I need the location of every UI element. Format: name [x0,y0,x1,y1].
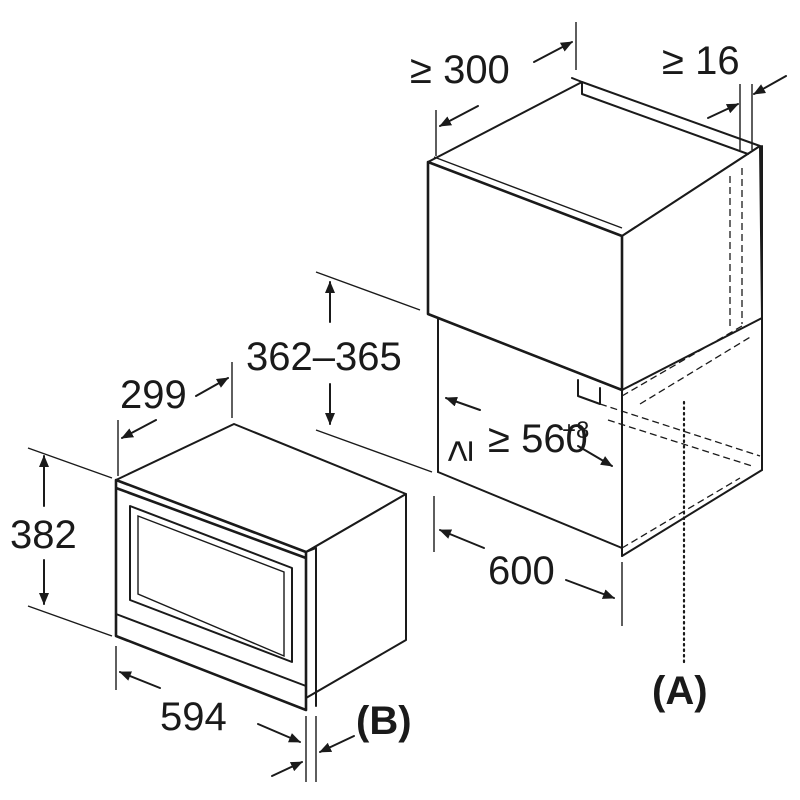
dim-gap-b [271,716,355,782]
dim-arrow [319,735,355,753]
label-niche-height: 362–365 [246,335,402,379]
appliance-edge [305,547,317,553]
callout-b: (B) [356,699,412,743]
dim-arrow [445,396,481,411]
dim-niche-width: ≥ ≥ 560 +8 [437,396,613,467]
dim-arrow [439,105,479,127]
dim-side-clearance: ≥ 16 [662,39,787,150]
dim-arrow [257,723,301,743]
label-appliance-depth: 299 [120,373,187,417]
label-niche-tolerance: +8 [562,417,589,444]
hidden-edge-7 [621,477,741,549]
dim-arrow [707,103,739,119]
ext-line [315,429,433,473]
cabinet-niche [426,77,763,664]
appliance-door-window-inner [137,514,285,658]
ext-line [27,447,113,479]
dim-arrow [565,579,615,599]
inner-rail [577,379,601,405]
ext-line [27,605,113,637]
ext-line [315,271,421,311]
label-niche-width: ≥ 560 [488,417,588,461]
dim-arrow [121,419,157,439]
hidden-edge-6 [599,403,761,457]
dim-cabinet-width: 600 [433,496,623,626]
appliance-oven [114,423,407,712]
dim-arrow [533,41,573,63]
appliance-control-strip [115,613,307,687]
dim-arrow [577,445,613,467]
label-cabinet-width: 600 [488,549,555,593]
dim-arrow [119,671,161,689]
label-appliance-height: 382 [10,513,77,557]
appliance-front [114,478,308,712]
back-ridge [571,77,749,155]
dim-cabinet-depth: ≥ 300 [410,22,577,156]
cabinet-bottom-right [621,469,763,557]
label-side-clearance: ≥ 16 [662,39,740,83]
appliance-door-window [129,505,293,663]
dim-appliance-height: 382 [10,447,113,637]
callout-a: (A) [652,669,708,713]
dim-arrow [753,75,787,95]
label-cabinet-depth: ≥ 300 [410,48,510,92]
dim-niche-height: 362–365 [246,271,433,473]
niche-bottom-edge [437,471,623,549]
dim-appliance-depth: 299 [117,362,233,476]
niche-top-edge [427,313,623,391]
hidden-edge-5 [607,419,753,467]
dim-arrow [271,761,303,777]
label-appliance-width: 594 [160,695,227,739]
dim-arrow [195,377,229,397]
geq-sign: ≥ [437,440,481,462]
dim-appliance-width: 594 [115,646,307,782]
appliance-front-rim [115,486,307,560]
front-top-edge [433,156,623,229]
dim-arrow [439,529,485,549]
hidden-edge-3 [621,325,743,397]
